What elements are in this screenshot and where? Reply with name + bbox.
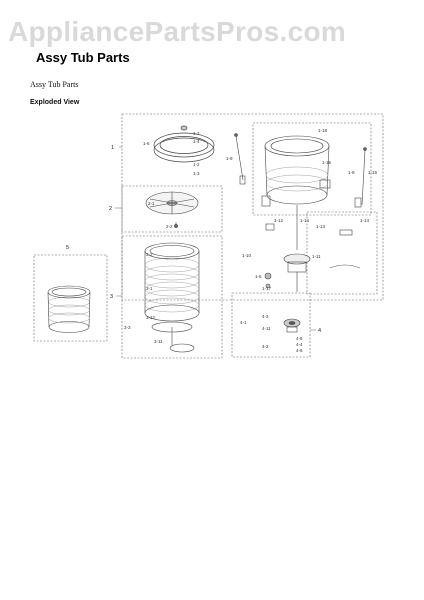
callout-group-4: 4 bbox=[318, 328, 321, 334]
callout-4-1: 4-1 bbox=[240, 320, 247, 325]
callout-2-1: 2-1 bbox=[148, 201, 155, 206]
callout-1-7: 1-7 bbox=[193, 131, 200, 136]
callout-3-12: 3-12 bbox=[146, 315, 156, 320]
callout-1-14-b: 1-14 bbox=[360, 218, 370, 223]
callout-2-2: 2-2 bbox=[166, 224, 173, 229]
callout-4-6: 4-6 bbox=[296, 348, 303, 353]
drive-coupling bbox=[283, 318, 301, 333]
callout-group-5: 5 bbox=[66, 245, 69, 251]
section-heading: Exploded View bbox=[30, 99, 80, 106]
callout-group-2: 2 bbox=[109, 206, 112, 212]
callout-1-12: 1-12 bbox=[274, 218, 284, 223]
document-subtitle: Assy Tub Parts bbox=[30, 80, 79, 89]
callout-1-9: 1-9 bbox=[226, 156, 233, 161]
callout-3-2: 3-2 bbox=[146, 252, 153, 257]
callout-group-1: 1 bbox=[111, 145, 114, 151]
callout-3-1: 3-1 bbox=[146, 286, 153, 291]
group-1-inner-box bbox=[252, 122, 372, 216]
callout-1-6: 1-6 bbox=[143, 141, 150, 146]
callout-1-11: 1-11 bbox=[312, 254, 321, 259]
callout-4-5: 4-5 bbox=[296, 336, 303, 341]
callout-4-2: 4-2 bbox=[262, 344, 269, 349]
callout-1-18: 1-18 bbox=[318, 128, 328, 133]
spin-basket bbox=[144, 242, 200, 353]
callout-1-14: 1-14 bbox=[300, 218, 310, 223]
callout-4-11: 4-11 bbox=[262, 326, 271, 331]
callout-4-4: 4-4 bbox=[296, 342, 303, 347]
callout-4-3: 4-3 bbox=[262, 314, 269, 319]
callout-1-10: 1-10 bbox=[242, 253, 252, 258]
callout-1-4: 1-4 bbox=[193, 139, 200, 144]
callout-group-3: 3 bbox=[110, 294, 113, 300]
tub-cover-ring bbox=[153, 125, 215, 163]
outer-tub bbox=[261, 135, 331, 250]
group-1-hose-box bbox=[306, 211, 378, 295]
group-2-box bbox=[121, 185, 223, 233]
clutch-assembly bbox=[283, 253, 311, 292]
group-3-box bbox=[121, 235, 223, 359]
group-4-box bbox=[231, 292, 311, 358]
site-watermark: AppliancePartsPros.com bbox=[8, 16, 347, 47]
callout-1-13: 1-13 bbox=[316, 224, 326, 229]
spin-basket-variant bbox=[47, 285, 91, 333]
callout-1-2: 1-2 bbox=[193, 162, 200, 167]
callout-1-3: 1-3 bbox=[193, 171, 200, 176]
callout-1-17: 1-17 bbox=[262, 286, 272, 291]
callout-3-3: 3-3 bbox=[124, 325, 131, 330]
group-1-box bbox=[121, 113, 384, 301]
callout-1-15: 1-15 bbox=[368, 170, 378, 175]
callout-3-11: 3-11 bbox=[154, 339, 163, 344]
pulsator bbox=[145, 191, 199, 228]
callout-1-8: 1-8 bbox=[348, 170, 355, 175]
callout-1-5: 1-5 bbox=[255, 274, 262, 279]
group-5-box bbox=[33, 254, 108, 342]
callout-1-16: 1-16 bbox=[322, 160, 332, 165]
hose-parts bbox=[234, 133, 367, 289]
page-title: Assy Tub Parts bbox=[36, 50, 130, 65]
